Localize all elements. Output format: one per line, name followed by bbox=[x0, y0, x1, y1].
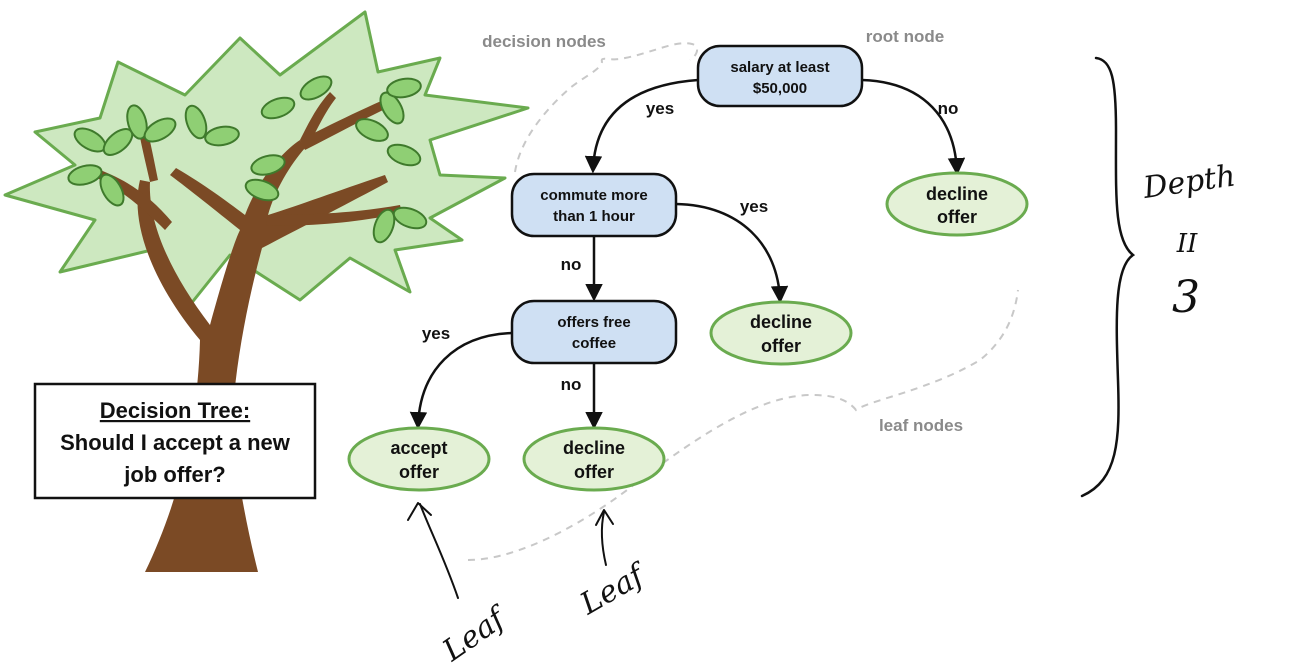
coffee-node-line-2: coffee bbox=[572, 335, 616, 352]
leaf-annotation-2: Leaf bbox=[574, 509, 654, 623]
depth-equals: II bbox=[1176, 229, 1198, 259]
decision-nodes-outline bbox=[514, 42, 698, 173]
leaf-node-accept: accept offer bbox=[347, 426, 491, 492]
root-node: salary at least $50,000 bbox=[696, 44, 864, 108]
edge-label-commute-yes: yes bbox=[740, 197, 768, 216]
edge-label-root-yes: yes bbox=[646, 99, 674, 118]
commute-node-line-1: commute more bbox=[540, 187, 648, 204]
leaf-nodes-label: leaf nodes bbox=[879, 416, 963, 435]
accept-line-1: accept bbox=[390, 438, 447, 458]
decision-nodes-label: decision nodes bbox=[482, 32, 606, 51]
edge-label-coffee-yes: yes bbox=[422, 324, 450, 343]
depth-brace bbox=[1080, 56, 1136, 498]
depth-value: 3 bbox=[1172, 272, 1200, 323]
depth-label: Depth bbox=[1140, 158, 1237, 206]
tree-leaves bbox=[67, 75, 428, 244]
tree-branch-far-right bbox=[266, 205, 402, 226]
coffee-node-line-1: offers free bbox=[557, 314, 630, 331]
tree-branch-right-upper bbox=[300, 92, 336, 146]
tree-illustration: Decision Tree: Should I accept a new job… bbox=[3, 10, 530, 572]
edge-root-yes bbox=[584, 78, 699, 174]
coffee-node: offers free coffee bbox=[510, 299, 678, 365]
edge-coffee-yes bbox=[409, 331, 513, 430]
edge-label-root-no: no bbox=[938, 99, 959, 118]
leaf-nodes-outline bbox=[467, 289, 1019, 561]
root-node-line-2: $50,000 bbox=[753, 80, 807, 97]
decline-right-line-1: decline bbox=[926, 184, 988, 204]
leaf-2-arrow bbox=[600, 511, 607, 566]
leaf-1-arrowhead bbox=[407, 502, 432, 521]
accept-line-2: offer bbox=[399, 462, 439, 482]
edge-commute-yes bbox=[675, 202, 789, 304]
callout-outlines bbox=[467, 42, 1019, 561]
title-line-3: job offer? bbox=[123, 462, 225, 487]
tree-edges bbox=[409, 78, 966, 430]
title-line-2: Should I accept a new bbox=[60, 430, 291, 455]
commute-node: commute more than 1 hour bbox=[510, 172, 678, 238]
commute-node-line-2: than 1 hour bbox=[553, 208, 635, 225]
decline-bottom-line-1: decline bbox=[563, 438, 625, 458]
title-box bbox=[33, 382, 317, 500]
leaf-node-decline-right: decline offer bbox=[885, 171, 1029, 237]
leaf-1-label: Leaf bbox=[436, 599, 516, 668]
leaf-node-decline-bottom: decline offer bbox=[522, 426, 666, 492]
leaf-2-label: Leaf bbox=[574, 556, 654, 623]
edge-label-coffee-no: no bbox=[561, 375, 582, 394]
leaf-2-arrowhead bbox=[595, 509, 614, 526]
edge-label-commute-no: no bbox=[561, 255, 582, 274]
decline-bottom-line-2: offer bbox=[574, 462, 614, 482]
title-line-1: Decision Tree: bbox=[100, 398, 250, 423]
leaf-annotation-1: Leaf bbox=[407, 502, 516, 668]
tree-branch-right-top bbox=[300, 95, 398, 150]
root-node-label: root node bbox=[866, 27, 944, 46]
edge-root-no bbox=[861, 78, 966, 176]
decline-mid-line-2: offer bbox=[761, 336, 801, 356]
root-node-line-1: salary at least bbox=[730, 59, 829, 76]
leaf-node-decline-mid: decline offer bbox=[709, 300, 853, 366]
decline-right-line-2: offer bbox=[937, 207, 977, 227]
depth-annotation: Depth II 3 bbox=[1080, 56, 1238, 498]
leaf-1-arrow bbox=[419, 503, 459, 599]
decline-mid-line-1: decline bbox=[750, 312, 812, 332]
